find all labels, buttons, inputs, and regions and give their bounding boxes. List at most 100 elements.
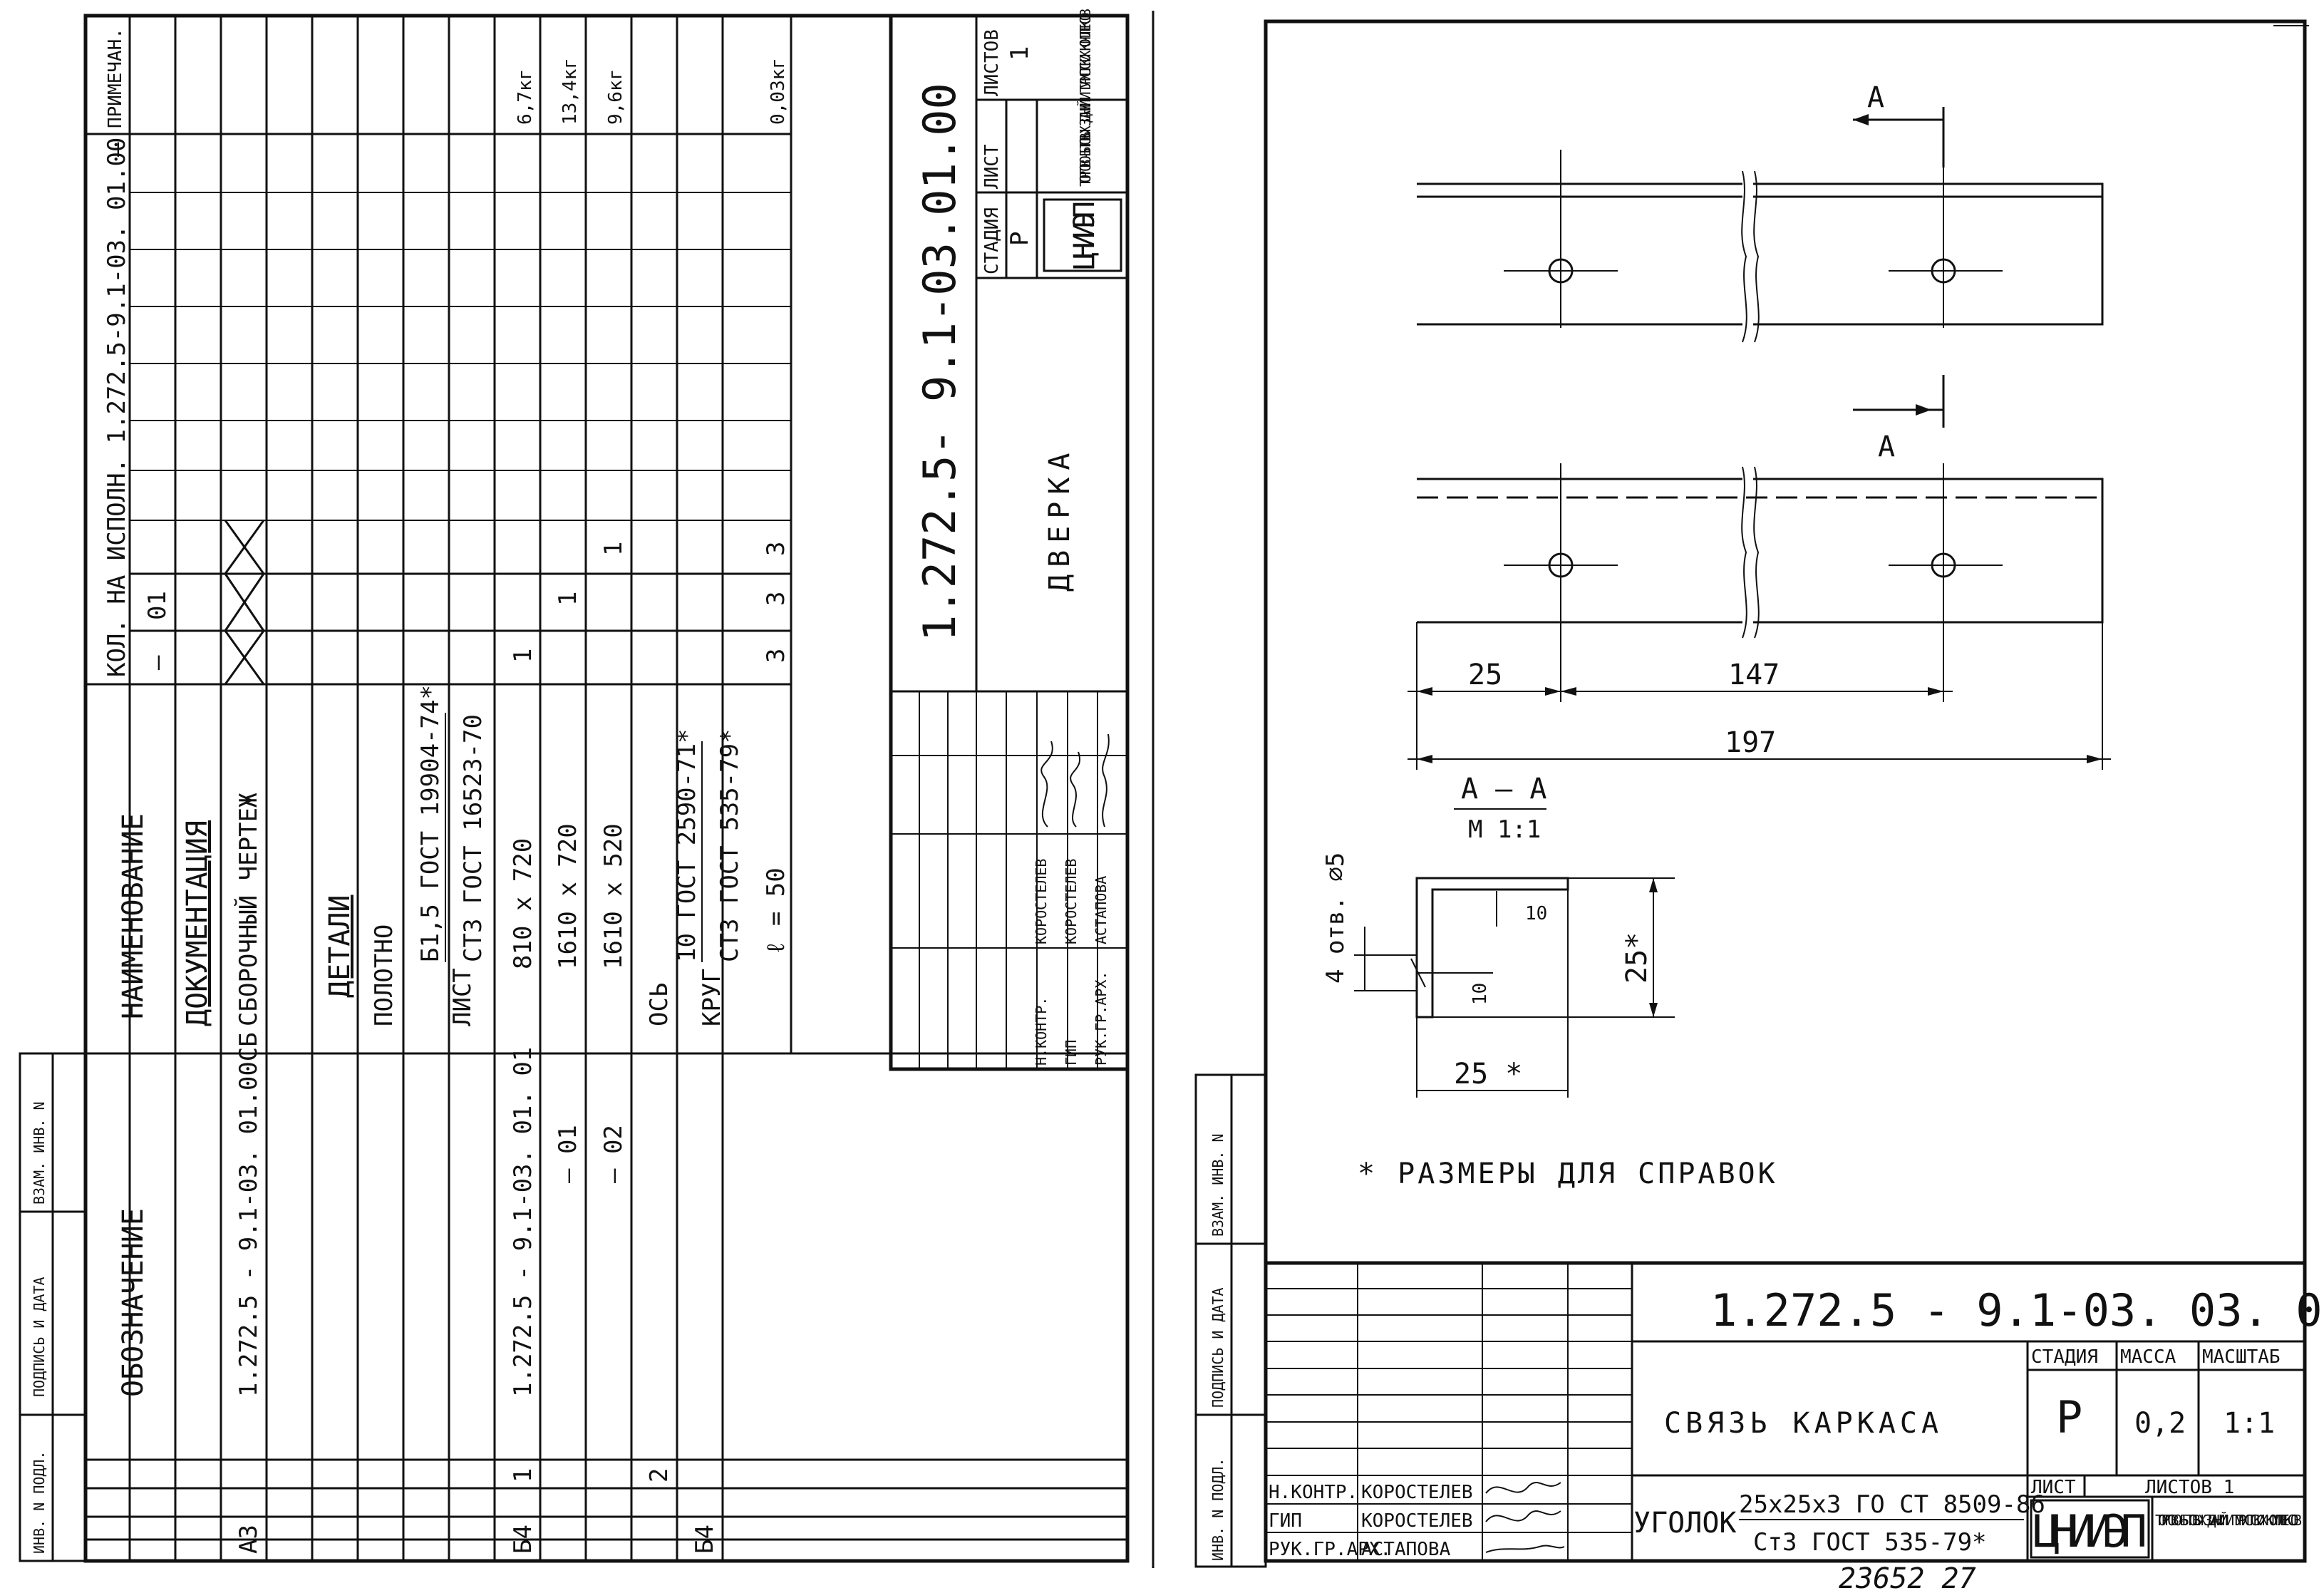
right-stage-value: Р [2056, 1391, 2082, 1443]
section-dim-web: 10 [1470, 983, 1491, 1005]
assembly-qty-crosses [224, 520, 265, 685]
right-org-description: ТОРГОВО-БЫТОВЫХ ЗДАНИЙ И ТУРИСТСКИХ КОМП… [2155, 1512, 2302, 1529]
left-side-label-replaced: ВЗАМ. ИНВ. N [31, 1102, 48, 1205]
spec-row-length-mass: 0,03кг [768, 58, 789, 125]
spec-row-part1-pos: 1 [509, 1468, 537, 1483]
spec-row-part1-format: Б4 [509, 1525, 537, 1554]
right-title-block [1264, 1261, 2307, 1563]
right-material-top: 25x25x3 ГО СТ 8509-86 [1739, 1490, 2045, 1519]
right-mass-label: МАССА [2120, 1346, 2176, 1368]
left-drawing-name: ДВЕРКА [1043, 446, 1076, 592]
angle-cross-section [1354, 877, 1675, 1098]
svg-text:А: А [1878, 431, 1895, 463]
reference-dimensions-note: * РАЗМЕРЫ ДЛЯ СПРАВОК [1358, 1158, 1778, 1190]
right-signatures [1485, 1482, 1565, 1553]
angle-top-view [1417, 150, 2104, 343]
right-role-gip: ГИП [1269, 1510, 1302, 1532]
spec-row-sheet-grade-bottom: СТ3 ГОСТ 16523-70 [459, 714, 487, 962]
left-org-description: ТОРГОВО-БЫТОВЫХ ЗДАНИЙ И ТУРИСТСКИХ КОМП… [1077, 9, 1094, 187]
left-header-designation: ОБОЗНАЧЕНИЕ [117, 1208, 150, 1397]
left-stage-value: Р [1006, 232, 1034, 246]
spec-row-round-grade-top: 10 ГОСТ 2590-71* [673, 728, 701, 962]
left-specification-sheet: ИНВ. N ПОДЛ. ПОДПИСЬ И ДАТА ВЗАМ. ИНВ. N [19, 9, 1130, 1563]
dimension-25: 25 [1468, 659, 1502, 691]
right-material-bottom: Ст3 ГОСТ 535-79* [1753, 1528, 1987, 1557]
spec-row-part1-mass: 6,7кг [515, 69, 536, 125]
right-scale-value: 1:1 [2224, 1407, 2275, 1440]
dimension-197: 197 [1725, 726, 1776, 759]
right-role-rukgr: РУК.ГР.АРХ. [1269, 1539, 1391, 1560]
right-side-label-replaced: ВЗАМ. ИНВ. N [1209, 1134, 1226, 1237]
spec-row-part1-qty: 1 [509, 649, 537, 663]
left-header-variant-b: 01 [143, 591, 172, 620]
right-drawing-name: СВЯЗЬ КАРКАСА [1664, 1407, 1943, 1440]
spec-row-assembly-format: А3 [234, 1525, 263, 1554]
spec-row-assembly-designation: 1.272.5 - 9.1-03. 01.00СБ [234, 1032, 263, 1397]
left-role-nkontr: Н.КОНТР. [1033, 997, 1050, 1066]
dimension-147: 147 [1728, 659, 1780, 691]
spec-row-length: ℓ = 50 [762, 867, 790, 955]
right-scale-label: МАСШТАБ [2202, 1346, 2281, 1368]
dimension-lines [1408, 687, 2111, 763]
left-name-rukgr: АСТАПОВА [1093, 876, 1110, 944]
left-side-label-signature: ПОДПИСЬ И ДАТА [31, 1277, 48, 1397]
section-dim-width: 25 * [1454, 1058, 1522, 1091]
left-header-qty-title: КОЛ. НА ИСПОЛН. 1.272.5-9.1-03. 01.00 [103, 138, 131, 677]
spec-row-part2-mass: 13,4кг [559, 58, 581, 125]
spec-row-part3-mass: 9,6кг [605, 69, 626, 125]
spec-row-assembly-name: СБОРОЧНЫЙ ЧЕРТЕЖ [234, 793, 263, 1026]
angle-front-view [1416, 463, 2104, 770]
left-side-label-inv: ИНВ. N ПОДЛ. [31, 1451, 48, 1555]
right-sheets-label: ЛИСТОВ 1 [2145, 1477, 2234, 1498]
left-title-block: 1.272.5- 9.1-03.01.00 ДВЕРКА СТАДИЯ ЛИСТ… [889, 9, 1130, 1071]
spec-row-length-qty-c: 3 [762, 542, 790, 556]
right-org-logo: ЦНИИЭП [2030, 1499, 2150, 1559]
section-marker-bottom: А [1853, 375, 1945, 463]
spec-row-length-qty-a: 3 [762, 649, 790, 663]
section-holes-note: 4 отв. ⌀5 [1321, 852, 1350, 984]
left-header-qty-dash: – [103, 142, 131, 157]
section-dim-height: 25* [1621, 932, 1653, 984]
left-org-logo: ЦНИИЭП [1043, 198, 1122, 272]
section-scale: М 1:1 [1468, 815, 1541, 844]
spec-row-round-grade-bottom: СТ3 ГОСТ 535-79* [716, 728, 744, 962]
spec-row-length-qty-b: 3 [762, 592, 790, 606]
spec-row-details: ДЕТАЛИ [324, 895, 356, 999]
spec-row-part1-size: 810 x 720 [509, 838, 537, 969]
right-name-nkontr: КОРОСТЕЛЕВ [1361, 1482, 1473, 1503]
spec-row-part1-designation: 1.272.5 - 9.1-03. 01. 01 [509, 1047, 537, 1397]
left-signatures [1040, 733, 1110, 828]
spec-row-sheet-panel: ПОЛОТНО [370, 924, 398, 1026]
right-drawing-code: 1.272.5 - 9.1-03. 03. 01 [1710, 1284, 2324, 1336]
left-sheets-label: ЛИСТОВ [981, 29, 1003, 96]
spec-row-part2-designation: – 01 [554, 1125, 582, 1183]
right-side-label-signature: ПОДПИСЬ И ДАТА [1209, 1287, 1226, 1408]
section-dim-flange: 10 [1525, 903, 1547, 924]
right-side-label-inv: ИНВ. N ПОДЛ. [1209, 1458, 1226, 1562]
left-header-variant-a: – [143, 655, 172, 670]
left-name-gip: КОРОСТЕЛЕВ [1063, 859, 1080, 944]
archive-stamp-number: 23652 27 [1839, 1562, 1976, 1590]
right-mass-value: 0,2 [2134, 1407, 2186, 1440]
left-name-nkontr: КОРОСТЕЛЕВ [1033, 859, 1050, 944]
left-role-gip: ГИП [1063, 1040, 1080, 1066]
right-drawing-sheet: ИНВ. N ПОДЛ. ПОДПИСЬ И ДАТА ВЗАМ. ИНВ. N… [1194, 19, 2324, 1593]
spec-row-part2-qty: 1 [554, 592, 582, 606]
left-role-rukgr: РУК.ГР.АРХ. [1093, 971, 1110, 1066]
spec-row-part3-designation: – 02 [599, 1125, 628, 1183]
left-drawing-code: 1.272.5- 9.1-03.01.00 [914, 83, 966, 641]
left-header-name: НАИМЕНОВАНИЕ [117, 813, 150, 1019]
spec-row-axis: ОСЬ [645, 983, 673, 1026]
right-name-gip: КОРОСТЕЛЕВ [1361, 1510, 1473, 1532]
spec-row-documentation: ДОКУМЕНТАЦИЯ [181, 820, 214, 1026]
right-material-prefix: УГОЛОК [1633, 1507, 1737, 1540]
spec-row-part3-size: 1610 x 520 [599, 823, 628, 969]
spec-row-sheet-grade-top: Б1,5 ГОСТ 19904-74* [416, 685, 445, 962]
spec-row-round-label: КРУГ [698, 968, 726, 1026]
left-sheets-value: 1 [1006, 46, 1034, 61]
right-sheet-label: ЛИСТ [2031, 1477, 2076, 1498]
spec-row-part3-qty: 1 [599, 542, 628, 556]
section-title: А – А [1461, 773, 1546, 805]
right-stage-label: СТАДИЯ [2031, 1346, 2098, 1368]
